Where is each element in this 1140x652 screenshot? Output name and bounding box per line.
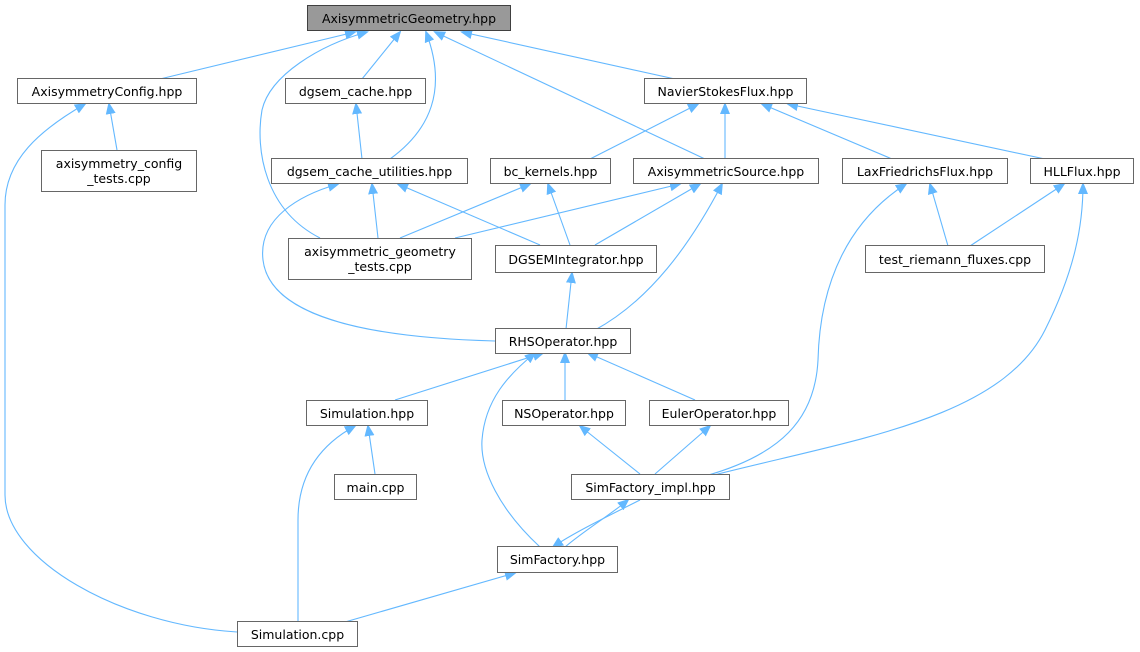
node-dgsem-cache-utilities[interactable]: dgsem_cache_utilities.hpp	[271, 158, 468, 184]
edge-simfactory-impl-to-hll-flux	[709, 182, 1088, 477]
edge-dgsem-integrator-to-bc-kernels	[546, 182, 571, 246]
edge-simfactory-to-simfactory-impl	[564, 498, 630, 548]
edge-simulation-cpp-to-simfactory	[344, 570, 517, 623]
edge-simulation-hpp-to-rhs-operator	[394, 351, 545, 401]
edge-axisymmetric-geometry-tests-to-axisymmetric-source	[454, 181, 682, 239]
node-label: SimFactory.hpp	[509, 552, 606, 567]
edge-test-riemann-fluxes-to-lax-friedrichs-flux	[927, 182, 949, 247]
node-label: NavierStokesFlux.hpp	[657, 83, 794, 99]
edge-rhs-operator-to-dgsem-cache-utilities	[262, 181, 496, 342]
edge-simfactory-to-rhs-operator	[481, 351, 541, 548]
node-simfactory[interactable]: SimFactory.hpp	[497, 546, 618, 573]
node-label: HLLFlux.hpp	[1043, 163, 1121, 179]
edge-hll-flux-to-navier-stokes-flux	[786, 101, 1046, 160]
node-bc-kernels[interactable]: bc_kernels.hpp	[490, 158, 611, 184]
edge-euler-operator-to-rhs-operator	[586, 352, 696, 401]
edge-dgsem-cache-utilities-to-dgsem-cache	[352, 102, 363, 160]
node-label: Simulation.hpp	[319, 405, 415, 421]
edge-navier-stokes-flux-to-axisymmetric-geometry	[460, 29, 676, 80]
edge-rhs-operator-to-axisymmetric-source	[594, 182, 723, 331]
edge-simulation-cpp-to-simulation-hpp	[297, 425, 357, 622]
node-dgsem-cache[interactable]: dgsem_cache.hpp	[285, 78, 426, 104]
edge-simfactory-impl-to-lax-friedrichs-flux	[704, 182, 908, 477]
node-label-line2: _tests.cpp	[348, 259, 412, 274]
node-axisymmetry-config-tests[interactable]: axisymmetry_config_tests.cpp	[41, 150, 197, 192]
edge-simfactory-impl-to-ns-operator	[578, 424, 641, 475]
node-label: main.cpp	[346, 479, 405, 495]
node-label-line1: axisymmetry_config	[55, 156, 183, 171]
node-label: AxisymmetricSource.hpp	[647, 163, 805, 179]
edge-test-riemann-fluxes-to-hll-flux	[969, 182, 1066, 247]
edge-dgsem-cache-utilities-to-axisymmetric-geometry	[389, 30, 437, 160]
node-axisymmetric-geometry-tests[interactable]: axisymmetric_geometry_tests.cpp	[288, 238, 472, 280]
node-label: NSOperator.hpp	[514, 405, 614, 421]
node-label: bc_kernels.hpp	[503, 163, 598, 179]
node-label: EulerOperator.hpp	[661, 405, 777, 421]
edge-axisymmetric-geometry-tests-to-dgsem-cache-utilities	[368, 182, 379, 239]
edge-axisymmetry-config-to-axisymmetric-geometry	[159, 29, 357, 80]
node-axisymmetry-config[interactable]: AxisymmetryConfig.hpp	[17, 78, 197, 104]
edge-lax-friedrichs-flux-to-navier-stokes-flux	[760, 103, 893, 160]
node-label: SimFactory_impl.hpp	[585, 479, 716, 495]
node-rhs-operator[interactable]: RHSOperator.hpp	[495, 328, 631, 354]
node-axisymmetric-geometry: AxisymmetricGeometry.hpp	[307, 5, 511, 31]
edge-simfactory-impl-to-euler-operator	[654, 424, 712, 475]
edge-main-cpp-to-simulation-hpp	[364, 424, 376, 475]
node-label: test_riemann_fluxes.cpp	[878, 251, 1032, 267]
node-label: dgsem_cache.hpp	[298, 83, 413, 99]
node-lax-friedrichs-flux[interactable]: LaxFriedrichsFlux.hpp	[842, 158, 1008, 184]
node-label: LaxFriedrichsFlux.hpp	[856, 163, 994, 179]
edge-axisymmetry-config-tests-to-axisymmetry-config	[105, 102, 118, 151]
node-label: dgsem_cache_utilities.hpp	[286, 163, 453, 179]
node-main-cpp[interactable]: main.cpp	[334, 474, 417, 500]
node-navier-stokes-flux[interactable]: NavierStokesFlux.hpp	[644, 78, 807, 104]
node-hll-flux[interactable]: HLLFlux.hpp	[1030, 158, 1134, 184]
node-simulation-cpp[interactable]: Simulation.cpp	[237, 621, 358, 647]
node-label-line1: axisymmetric_geometry	[304, 244, 456, 259]
node-label: AxisymmetryConfig.hpp	[31, 83, 183, 99]
node-label: Simulation.cpp	[250, 626, 345, 642]
node-simfactory-impl[interactable]: SimFactory_impl.hpp	[571, 474, 730, 500]
edge-dgsem-integrator-to-dgsem-cache-utilities	[396, 183, 541, 246]
node-label: AxisymmetricGeometry.hpp	[321, 10, 497, 26]
edge-simulation-cpp-to-axisymmetry-config	[4, 102, 238, 633]
node-label: DGSEMIntegrator.hpp	[508, 251, 644, 267]
edge-bc-kernels-to-navier-stokes-flux	[589, 103, 700, 160]
node-euler-operator[interactable]: EulerOperator.hpp	[649, 400, 789, 426]
node-dgsem-integrator[interactable]: DGSEMIntegrator.hpp	[495, 245, 657, 273]
edge-rhs-operator-to-dgsem-integrator	[565, 271, 576, 330]
edge-dgsem-integrator-to-axisymmetric-source	[594, 182, 702, 246]
node-label-line2: _tests.cpp	[87, 171, 151, 186]
edge-axisymmetric-geometry-tests-to-bc-kernels	[399, 183, 532, 239]
node-ns-operator[interactable]: NSOperator.hpp	[502, 400, 626, 426]
edge-axisymmetric-source-to-axisymmetric-geometry	[433, 31, 706, 160]
edge-dgsem-cache-to-axisymmetric-geometry	[361, 30, 402, 80]
node-test-riemann-fluxes[interactable]: test_riemann_fluxes.cpp	[865, 245, 1045, 273]
edge-axisymmetric-geometry-tests-to-axisymmetric-geometry	[259, 29, 369, 239]
node-axisymmetric-source[interactable]: AxisymmetricSource.hpp	[633, 158, 819, 184]
node-label: RHSOperator.hpp	[508, 333, 618, 349]
node-simulation-hpp[interactable]: Simulation.hpp	[306, 400, 428, 426]
